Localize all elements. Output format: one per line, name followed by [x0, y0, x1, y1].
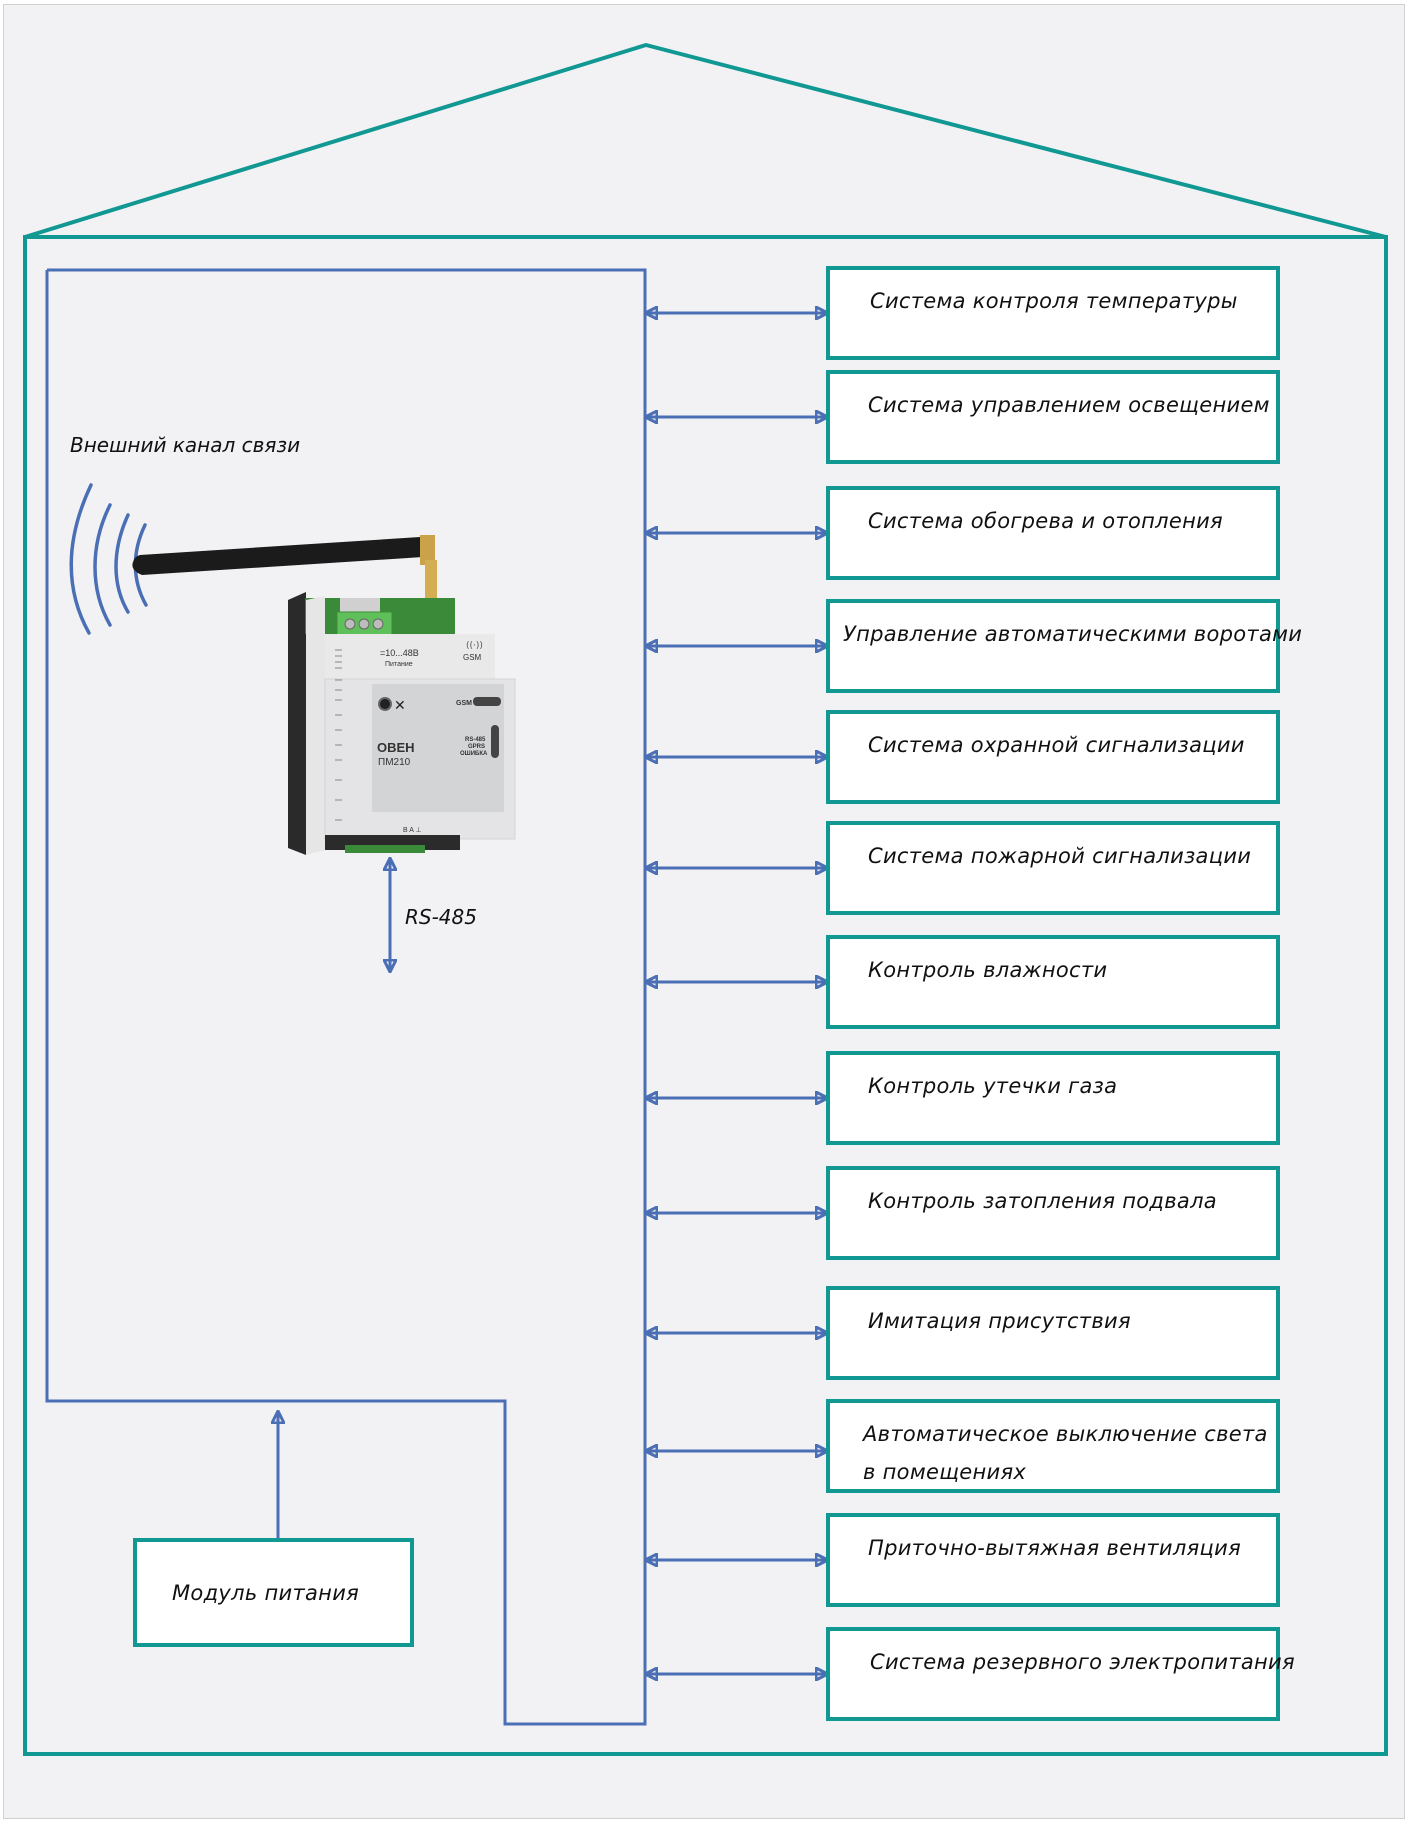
subsystem-label: Контроль затопления подвала — [868, 1189, 1217, 1213]
subsystem-box[interactable] — [826, 1286, 1280, 1380]
external-channel-label: Внешний канал связи — [70, 433, 300, 457]
subsystem-item: Система обогрева и отопления — [645, 486, 1280, 580]
subsystem-item: Контроль утечки газа — [645, 1051, 1280, 1145]
device-gsm-indicator-label: GSM — [456, 700, 472, 707]
gsm-modem-device: =10...48В Питание GSM ((·)) ✕ GSM ОВЕН П… — [132, 535, 516, 855]
subsystem-box[interactable] — [826, 1627, 1280, 1721]
subsystem-box[interactable] — [826, 1399, 1280, 1493]
subsystem-label: Управление автоматическими воротами — [843, 622, 1302, 646]
subsystem-item: Система управлением освещением — [645, 370, 1280, 464]
device-power-caption: Питание — [385, 661, 413, 668]
subsystem-label: Система пожарной сигнализации — [868, 844, 1251, 868]
house-walls — [23, 235, 1388, 1756]
subsystem-box[interactable] — [826, 599, 1280, 693]
subsystem-label: Имитация присутствия — [868, 1309, 1131, 1333]
subsystem-box[interactable] — [826, 1166, 1280, 1260]
device-brand: ОВЕН — [377, 740, 415, 755]
power-module-label: Модуль питания — [172, 1581, 359, 1605]
house-outline — [23, 43, 1388, 1756]
power-module-box[interactable] — [133, 1538, 414, 1647]
subsystem-box[interactable] — [826, 710, 1280, 804]
tools-icon: ✕ — [394, 698, 406, 714]
status-leds — [491, 725, 499, 758]
subsystem-label: Система резервного электропитания — [870, 1650, 1295, 1674]
subsystem-item: Контроль влажности — [645, 935, 1280, 1029]
subsystem-label: Приточно-вытяжная вентиляция — [868, 1536, 1241, 1560]
device-indicator-error: ОШИБКА — [460, 751, 488, 757]
device-bottom-terminals: B A ⊥ — [403, 827, 422, 834]
subsystem-item: Система резервного электропитания — [645, 1627, 1295, 1721]
subsystem-label: в помещениях — [863, 1460, 1026, 1484]
subsystem-box[interactable] — [826, 486, 1280, 580]
subsystem-label: Контроль утечки газа — [868, 1074, 1117, 1098]
controller-bus-frame — [45, 268, 647, 1726]
device-model: ПМ210 — [378, 757, 411, 768]
device-power-label: =10...48В — [380, 648, 419, 658]
subsystem-item: Управление автоматическими воротами — [645, 599, 1302, 693]
subsystem-item: Автоматическое выключение света в помещен… — [645, 1399, 1280, 1493]
subsystem-label: Система охранной сигнализации — [868, 733, 1245, 757]
service-connector-icon — [378, 697, 392, 711]
subsystem-label: Система обогрева и отопления — [868, 509, 1223, 533]
subsystem-item: Система охранной сигнализации — [645, 710, 1280, 804]
gsm-antenna-icon: ((·)) — [466, 641, 483, 651]
subsystem-item: Система пожарной сигнализации — [645, 821, 1280, 915]
gsm-signal-leds — [473, 697, 501, 706]
subsystem-item: Имитация присутствия — [645, 1286, 1280, 1380]
subsystem-label: Контроль влажности — [868, 958, 1107, 982]
subsystem-box[interactable] — [826, 935, 1280, 1029]
house-roof — [24, 43, 1387, 239]
subsystem-box[interactable] — [826, 266, 1280, 360]
subsystem-item: Система контроля температуры — [645, 266, 1280, 360]
rs485-label: RS-485 — [405, 905, 477, 929]
subsystem-label: Автоматическое выключение света — [861, 1422, 1268, 1446]
device-indicator-rs485: RS-485 — [465, 737, 486, 743]
subsystem-box[interactable] — [826, 1051, 1280, 1145]
subsystem-box[interactable] — [826, 1513, 1280, 1607]
subsystem-box[interactable] — [826, 370, 1280, 464]
subsystem-item: Контроль затопления подвала — [645, 1166, 1280, 1260]
subsystem-label: Система контроля температуры — [870, 289, 1238, 313]
subsystem-label: Система управлением освещением — [868, 393, 1270, 417]
subsystem-box[interactable] — [826, 821, 1280, 915]
device-indicator-gprs: GPRS — [468, 744, 485, 750]
subsystem-item: Приточно-вытяжная вентиляция — [645, 1513, 1280, 1607]
device-gsm-label: GSM — [463, 653, 482, 662]
